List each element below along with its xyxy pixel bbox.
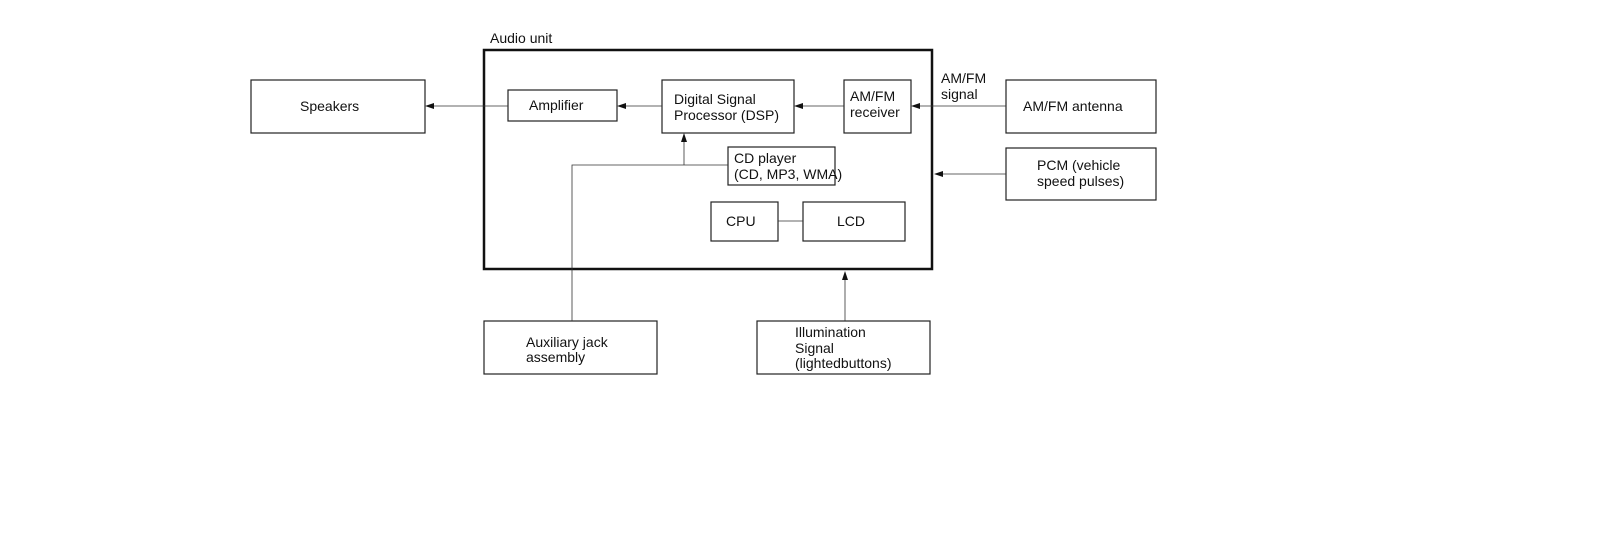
illumination-arrowhead — [842, 271, 848, 280]
antenna-block: AM/FM antenna — [1005, 79, 1157, 134]
audio-unit-label: Audio unit — [490, 30, 552, 46]
dsp-arrowhead — [794, 103, 803, 109]
dsp-label-line-1: Digital Signal — [674, 91, 756, 107]
receiver-label-line-2: receiver — [850, 104, 900, 120]
speakers-label: Speakers — [300, 98, 359, 114]
lcd-label: LCD — [837, 213, 865, 229]
cd-aux-feed-line — [571, 164, 728, 321]
aux-jack-block: Auxiliary jack assembly — [483, 320, 658, 375]
amplifier-label: Amplifier — [529, 97, 584, 113]
audio-unit-box — [482, 48, 934, 271]
illumination-label-line-3: (lightedbuttons) — [795, 355, 892, 371]
dsp-input-arrowhead — [681, 133, 687, 142]
cpu-block: CPU — [710, 201, 779, 242]
dsp-label-line-2: Processor (DSP) — [674, 107, 779, 123]
antenna-signal-label-line-2: signal — [941, 86, 978, 102]
aux-jack-label-line-2: assembly — [526, 349, 585, 365]
cd-player-label-line-2: (CD, MP3, WMA) — [734, 166, 842, 182]
lcd-block: LCD — [802, 201, 906, 242]
receiver-arrowhead — [911, 103, 920, 109]
illumination-block: Illumination Signal (lightedbuttons) — [756, 320, 931, 375]
pcm-label-line-2: speed pulses) — [1037, 173, 1124, 189]
receiver-block: AM/FM receiver — [843, 79, 912, 134]
illumination-label-line-1: Illumination — [795, 324, 866, 340]
aux-jack-label-line-1: Auxiliary jack — [526, 334, 609, 350]
cd-player-label-line-1: CD player — [734, 150, 797, 166]
receiver-label-line-1: AM/FM — [850, 88, 895, 104]
antenna-label: AM/FM antenna — [1023, 98, 1123, 114]
cd-player-block: CD player (CD, MP3, WMA) — [727, 146, 842, 186]
amplifier-arrowhead — [617, 103, 626, 109]
antenna-signal-label-line-1: AM/FM — [941, 70, 986, 86]
pcm-label-line-1: PCM (vehicle — [1037, 157, 1120, 173]
dsp-block: Digital Signal Processor (DSP) — [661, 79, 795, 134]
speakers-arrowhead — [425, 103, 434, 109]
illumination-label-line-2: Signal — [795, 340, 834, 356]
pcm-block: PCM (vehicle speed pulses) — [1005, 147, 1157, 201]
pcm-arrowhead — [934, 171, 943, 177]
amplifier-block: Amplifier — [507, 89, 618, 122]
speakers-block: Speakers — [250, 79, 426, 134]
cpu-label: CPU — [726, 213, 756, 229]
